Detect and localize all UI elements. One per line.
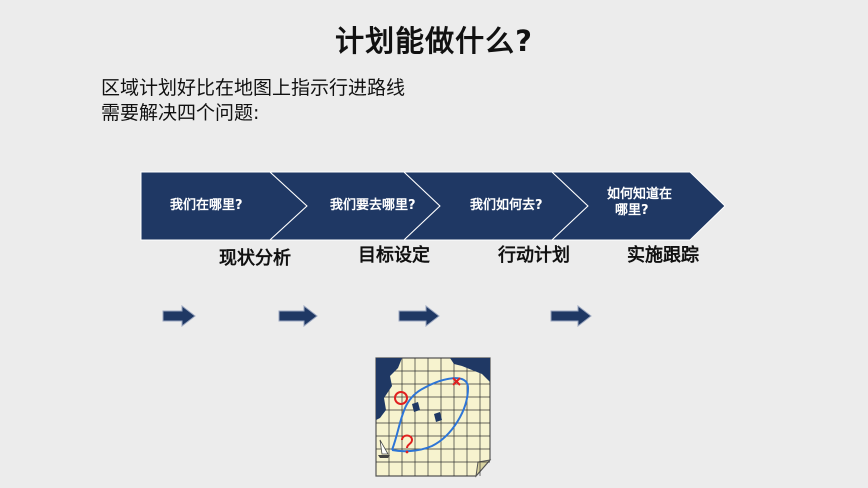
right-arrow-icon [550, 305, 592, 327]
intro-line-1: 区域计划好比在地图上指示行进路线 [101, 77, 406, 99]
phase-label-3: 行动计划 [498, 245, 570, 266]
intro-line-2: 需要解决四个问题: [101, 102, 260, 124]
chevron-label-4-line-1: 如何知道在 [607, 187, 673, 202]
right-arrow-icon [278, 305, 318, 327]
right-arrow-icon [162, 305, 196, 327]
chevron-label-2: 我们要去哪里? [330, 198, 416, 213]
right-arrow-icon [398, 305, 440, 327]
chevron-step-4 [550, 171, 726, 241]
chevron-label-3: 我们如何去? [470, 198, 543, 213]
phase-label-1: 现状分析 [219, 248, 291, 269]
chevron-label-4-line-2: 哪里? [615, 203, 649, 218]
phase-label-4: 实施跟踪 [627, 245, 699, 266]
treasure-map-icon [375, 357, 492, 478]
intro-text: 区域计划好比在地图上指示行进路线 需要解决四个问题: [101, 76, 405, 126]
chevron-label-4: 如何知道在 哪里? [607, 187, 672, 219]
slide-title: 计划能做什么? [335, 24, 533, 58]
chevron-label-1: 我们在哪里? [170, 198, 243, 213]
phase-label-2: 目标设定 [358, 245, 430, 266]
